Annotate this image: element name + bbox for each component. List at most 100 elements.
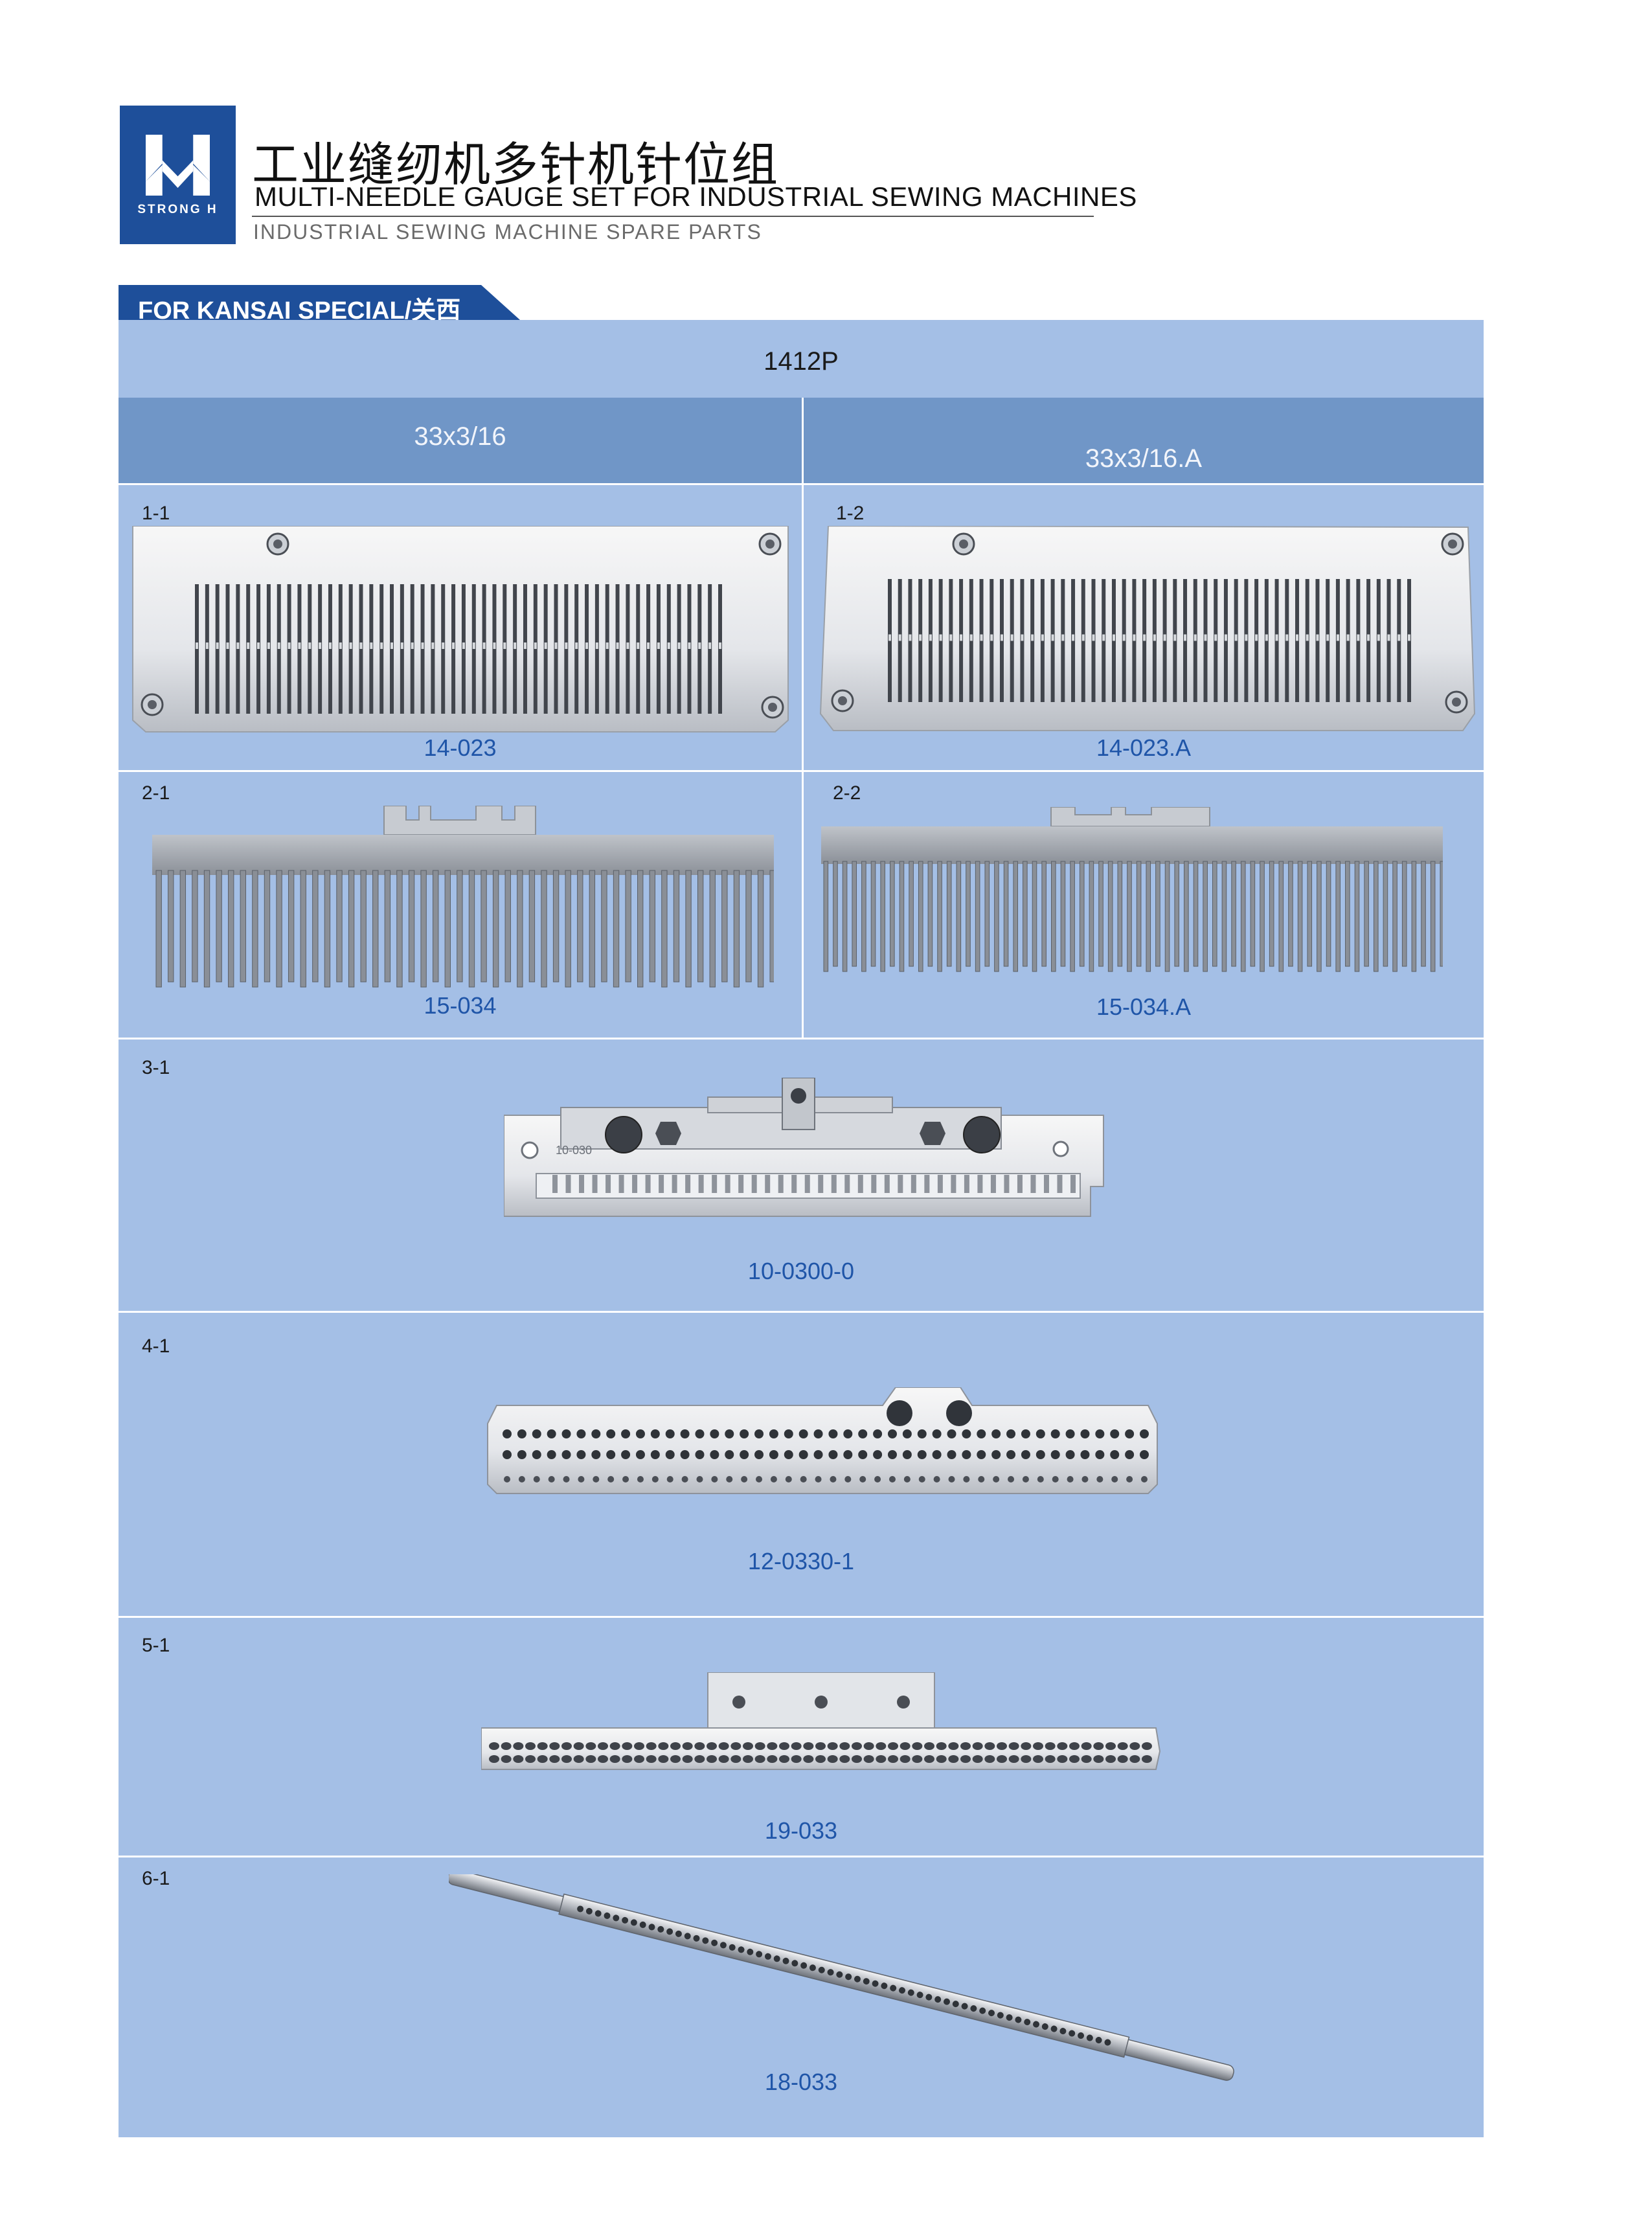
clamp-hole	[785, 1476, 792, 1482]
rod-hole	[872, 1980, 879, 1987]
slot-bridge	[554, 642, 558, 649]
holder-tooth	[659, 1175, 664, 1193]
clamp-hole	[576, 1450, 586, 1459]
parts-table: 1412P 33x3/16 33x3/16.A 1-1 1-2	[119, 320, 1484, 2137]
guard-hole	[863, 1755, 874, 1763]
guard-hole	[779, 1742, 789, 1750]
guard-hole	[1033, 1755, 1043, 1763]
clamp-hole	[754, 1429, 764, 1438]
guard-hole	[1045, 1742, 1056, 1750]
comb-tooth	[673, 870, 680, 982]
clamp-hole	[932, 1450, 942, 1459]
rod-hole	[711, 1939, 718, 1946]
comb-tooth	[1421, 861, 1426, 967]
holder-tooth	[605, 1175, 611, 1193]
slot-bridge	[359, 642, 363, 649]
comb-tooth	[372, 870, 379, 988]
slot-bridge	[288, 642, 291, 649]
needle-plate-icon	[132, 526, 789, 733]
slot-bridge	[898, 634, 901, 641]
guard-hole	[585, 1755, 596, 1763]
guard-hole	[513, 1755, 524, 1763]
slot-bridge	[929, 634, 932, 641]
slot-bridge	[677, 642, 681, 649]
holder-tooth	[831, 1175, 837, 1193]
guard-hole	[754, 1755, 765, 1763]
logo-text: STRONG H	[137, 203, 218, 216]
rod-hole	[809, 1964, 816, 1971]
clamp-hole	[561, 1429, 571, 1438]
comb-tooth	[918, 861, 923, 972]
clamp-hole	[1095, 1429, 1105, 1438]
clamp-hole	[932, 1429, 942, 1438]
slot-bridge	[1326, 634, 1330, 641]
comb-tooth	[709, 870, 716, 988]
holder-tooth	[884, 1175, 890, 1193]
item-number: 4-1	[142, 1335, 170, 1357]
guard-hole	[646, 1742, 657, 1750]
comb-tooth	[927, 861, 933, 967]
comb-tooth	[946, 861, 952, 967]
column-header-2: 33x3/16.A	[1085, 444, 1203, 473]
comb-tooth	[966, 861, 971, 967]
clamp-hole	[650, 1450, 660, 1459]
rod-hole	[1059, 2028, 1067, 2035]
slot-bridge	[534, 642, 537, 649]
comb-tooth	[457, 870, 463, 982]
slot-bridge	[1143, 634, 1146, 641]
slot-bridge	[565, 642, 568, 649]
rod-hole	[907, 1989, 914, 1996]
comb-tooth	[1136, 861, 1142, 967]
comb-tooth	[216, 870, 222, 982]
slot-bridge	[585, 642, 589, 649]
slot-bridge	[205, 642, 209, 649]
clamp-hole	[993, 1476, 1000, 1482]
holder-tooth	[1030, 1175, 1036, 1193]
slot-bridge	[1397, 634, 1401, 641]
rod-hole	[1024, 2019, 1031, 2026]
clamp-hole	[1140, 1429, 1149, 1438]
guard-hole	[900, 1742, 911, 1750]
comb-tooth	[179, 870, 187, 988]
comb-tooth	[1098, 861, 1103, 967]
comb-tooth	[823, 861, 829, 972]
comb-tooth	[1089, 861, 1094, 972]
guard-hole	[839, 1755, 850, 1763]
comb-tooth	[481, 870, 487, 982]
comb-tooth	[899, 861, 905, 972]
comb-tooth	[1184, 861, 1189, 972]
comb-tooth	[1269, 861, 1274, 967]
slot-bridge	[1061, 634, 1065, 641]
rod-hole	[925, 1993, 933, 2001]
slot-bridge	[1092, 634, 1095, 641]
clamp-hole	[844, 1476, 852, 1482]
slot-bridge	[1336, 634, 1339, 641]
clamp-hole	[873, 1450, 883, 1459]
clamp-hole	[947, 1429, 956, 1438]
guard-hole	[489, 1755, 499, 1763]
clamp-hole	[991, 1450, 1001, 1459]
guard-hole	[1117, 1742, 1128, 1750]
slot-bridge	[370, 642, 373, 649]
clamp-hole	[1037, 1476, 1044, 1482]
comb-tooth	[312, 870, 319, 982]
clamp-hole	[665, 1450, 675, 1459]
clamp-hole	[947, 1450, 956, 1459]
item-number: 2-1	[142, 782, 170, 804]
rod-hole	[1041, 2023, 1048, 2030]
comb-tooth	[721, 870, 728, 982]
comb-tooth	[1373, 861, 1379, 972]
comb-tooth	[1127, 861, 1132, 972]
clamp-hole	[813, 1429, 823, 1438]
slot-bridge	[657, 642, 660, 649]
clamp-hole	[563, 1476, 570, 1482]
slot-bridge	[339, 642, 342, 649]
slot-bridge	[1275, 634, 1278, 641]
clamp-hole	[1065, 1429, 1075, 1438]
spreader-rod-icon	[449, 1874, 1234, 2081]
comb-tooth	[1260, 861, 1265, 972]
holder-tooth	[964, 1175, 969, 1193]
comb-tooth	[348, 870, 355, 988]
comb-tooth	[637, 870, 644, 988]
holder-tooth	[738, 1175, 744, 1193]
